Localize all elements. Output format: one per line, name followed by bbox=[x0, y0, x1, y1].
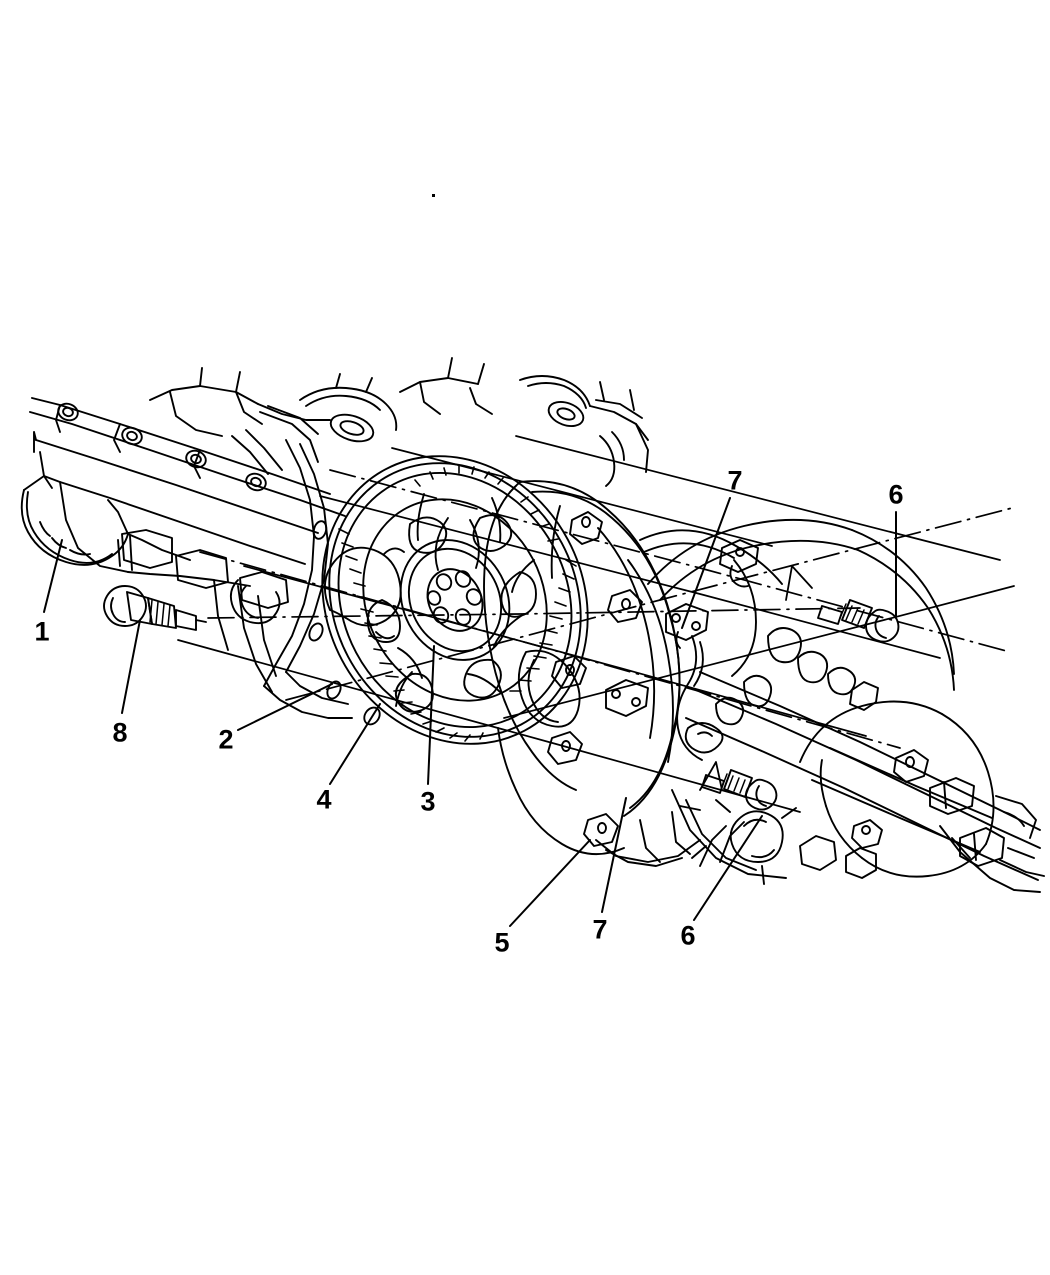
callout-5[interactable]: 5 bbox=[494, 927, 510, 958]
leader-6-lower bbox=[693, 815, 763, 921]
callout-7-lower[interactable]: 7 bbox=[592, 914, 608, 945]
bolt-6-lower bbox=[701, 769, 778, 811]
callout-6-upper[interactable]: 6 bbox=[888, 479, 904, 510]
callout-1[interactable]: 1 bbox=[34, 616, 50, 647]
harness-clip bbox=[719, 539, 759, 573]
leader-7-lower bbox=[601, 797, 627, 913]
stray-dot bbox=[432, 194, 435, 197]
leader-3 bbox=[427, 645, 435, 785]
harness-clip bbox=[605, 679, 649, 717]
leader-lines bbox=[43, 497, 897, 927]
callout-7-upper[interactable]: 7 bbox=[727, 465, 743, 496]
callout-2[interactable]: 2 bbox=[218, 724, 234, 755]
bolt-8 bbox=[103, 585, 207, 631]
transmission-case bbox=[605, 518, 1045, 893]
assembly-centerlines bbox=[199, 469, 1013, 749]
leader-8 bbox=[121, 619, 141, 714]
callout-8[interactable]: 8 bbox=[112, 717, 128, 748]
leader-7-upper bbox=[681, 497, 731, 629]
leader-1 bbox=[43, 539, 63, 613]
bell-housing bbox=[483, 480, 701, 867]
leader-arrows bbox=[699, 565, 813, 791]
callout-6-lower[interactable]: 6 bbox=[680, 920, 696, 951]
callout-4[interactable]: 4 bbox=[316, 784, 332, 815]
engine-assembly bbox=[20, 357, 649, 726]
bolts bbox=[103, 585, 900, 811]
callout-3[interactable]: 3 bbox=[420, 786, 436, 817]
leader-5 bbox=[509, 839, 591, 927]
leader-4 bbox=[329, 703, 381, 785]
harness-clip bbox=[665, 603, 709, 641]
leader-2 bbox=[237, 683, 333, 731]
